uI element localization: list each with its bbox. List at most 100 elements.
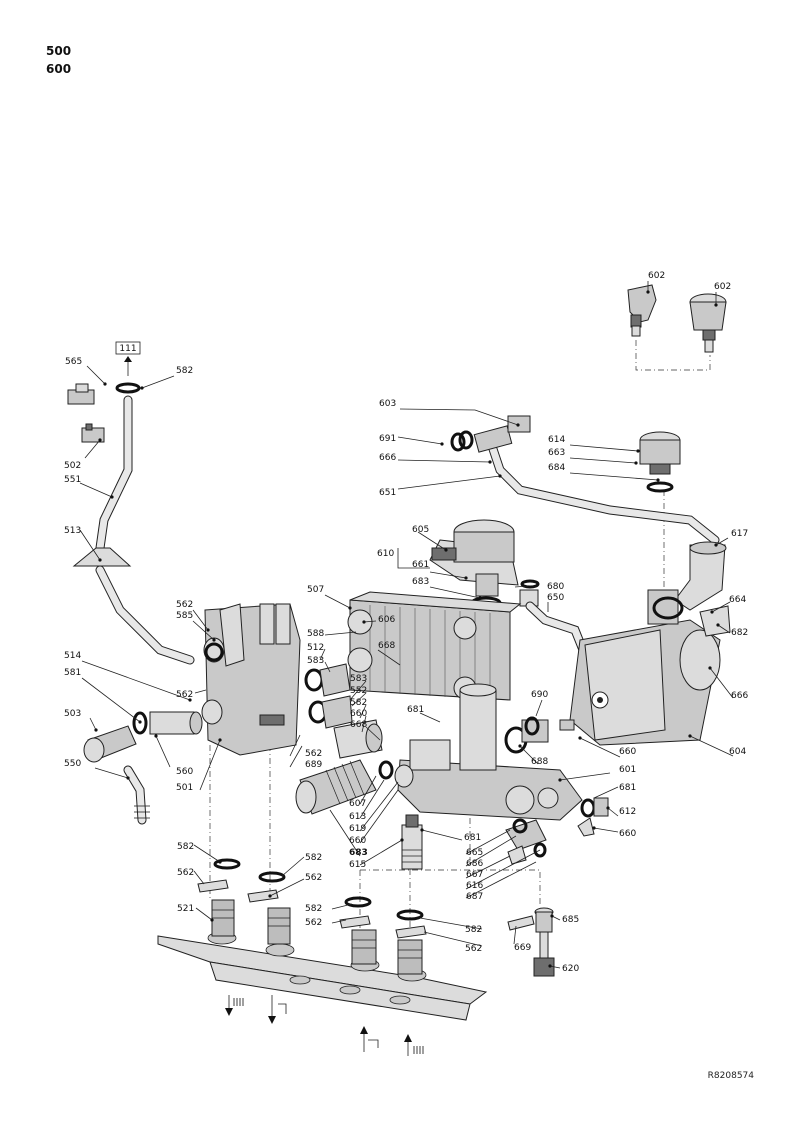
callout-612: 612 (619, 807, 636, 817)
callout-651: 651 (379, 488, 396, 498)
callout-665: 665 (466, 848, 483, 858)
callout-512: 512 (307, 643, 324, 653)
callout-686: 686 (466, 859, 483, 869)
callout-501: 501 (176, 783, 193, 793)
valve-615[interactable] (401, 814, 423, 870)
callout-606: 606 (378, 615, 395, 625)
callout-607: 607 (349, 799, 366, 809)
leader-lines (79, 281, 734, 969)
callout-581: 581 (64, 668, 81, 678)
hot-water-outlet-icon (225, 995, 244, 1016)
drain-valve-620[interactable] (507, 907, 555, 977)
callout-660: 660 (349, 836, 366, 846)
callout-513: 513 (64, 526, 81, 536)
callout-585: 585 (176, 611, 193, 621)
callout-666: 666 (379, 453, 396, 463)
sensor-502[interactable] (81, 423, 105, 443)
callout-661: 661 (412, 560, 429, 570)
filter-560[interactable] (132, 711, 203, 735)
callout-617: 617 (731, 529, 748, 539)
callout-683: 683 (412, 577, 429, 587)
callout-689: 689 (305, 760, 322, 770)
callout-666: 666 (731, 691, 748, 701)
pipe-651[interactable] (450, 415, 720, 545)
callout-667: 667 (466, 870, 483, 880)
heat-exchanger-507[interactable] (347, 591, 522, 701)
callout-669: 669 (514, 943, 531, 953)
callout-687: 687 (466, 892, 483, 902)
callout-582: 582 (176, 366, 193, 376)
pressure-switch-602-left[interactable] (627, 284, 657, 337)
fitting-503[interactable] (83, 725, 137, 763)
callout-660: 660 (619, 829, 636, 839)
fitting-583[interactable] (304, 663, 383, 759)
callout-610: 610 (377, 549, 394, 559)
callout-680: 680 (547, 582, 564, 592)
callout-552: 552 (350, 686, 367, 696)
callout-613: 613 (349, 812, 366, 822)
callout-681: 681 (464, 833, 481, 843)
callout-565: 565 (65, 357, 82, 367)
callout-583: 583 (350, 674, 367, 684)
pipe-617-elbow[interactable] (674, 541, 727, 611)
callout-582: 582 (177, 842, 194, 852)
callout-660: 660 (350, 709, 367, 719)
callout-562: 562 (465, 944, 482, 954)
callout-labels: 602 602 565 582 502 551 513 603 691 666 … (64, 271, 748, 974)
callout-550: 550 (64, 759, 81, 769)
callout-502: 502 (64, 461, 81, 471)
base-plate-521[interactable] (157, 899, 488, 1021)
hydraulic-block-501[interactable] (201, 603, 301, 756)
callout-681: 681 (619, 783, 636, 793)
callout-562: 562 (305, 918, 322, 928)
valve-614[interactable] (639, 431, 681, 493)
hose-550[interactable] (123, 765, 150, 825)
drawing-reference-code: R8208574 (707, 1071, 754, 1081)
fan-605[interactable] (429, 519, 519, 610)
callout-562: 562 (305, 873, 322, 883)
callout-660: 660 (619, 747, 636, 757)
callout-551: 551 (64, 475, 81, 485)
bottom-seals[interactable] (197, 858, 427, 939)
callout-684: 684 (548, 463, 565, 473)
callout-602: 602 (648, 271, 665, 281)
hydraulic-block-601[interactable] (397, 683, 583, 821)
pressure-switch-602-right[interactable] (689, 293, 727, 353)
callout-682: 682 (731, 628, 748, 638)
cold-water-inlet-icon (360, 1026, 379, 1052)
pipe-551[interactable] (72, 382, 195, 665)
callout-603: 603 (379, 399, 396, 409)
callout-588: 588 (307, 629, 324, 639)
heating-flow-icon (268, 995, 287, 1024)
callout-663: 663 (548, 448, 565, 458)
callout-668: 668 (378, 641, 395, 651)
callout-560: 560 (176, 767, 193, 777)
callout-681: 681 (407, 705, 424, 715)
callout-690: 690 (531, 690, 548, 700)
callout-562: 562 (305, 749, 322, 759)
callout-664: 664 (729, 595, 746, 605)
callout-562: 562 (177, 868, 194, 878)
filter-cartridge-683[interactable] (295, 759, 414, 815)
reference-box-label: 111 (119, 344, 136, 354)
heating-return-icon (404, 1034, 424, 1056)
clip-565[interactable] (67, 383, 95, 405)
pump-604[interactable] (569, 589, 731, 746)
reference-box-111[interactable]: 111 (115, 341, 141, 376)
callout-616: 616 (466, 881, 483, 891)
callout-605: 605 (412, 525, 429, 535)
fitting-612[interactable] (577, 797, 609, 837)
callout-582: 582 (350, 698, 367, 708)
callout-601: 601 (619, 765, 636, 775)
callout-604: 604 (729, 747, 746, 757)
model-number-600: 600 (46, 62, 72, 76)
fitting-cluster-665[interactable] (505, 818, 547, 865)
callout-691: 691 (379, 434, 396, 444)
callout-582: 582 (305, 853, 322, 863)
callout-582: 582 (465, 925, 482, 935)
callout-688: 688 (531, 757, 548, 767)
callout-582: 582 (305, 904, 322, 914)
callout-620: 620 (562, 964, 579, 974)
callout-614: 614 (548, 435, 565, 445)
